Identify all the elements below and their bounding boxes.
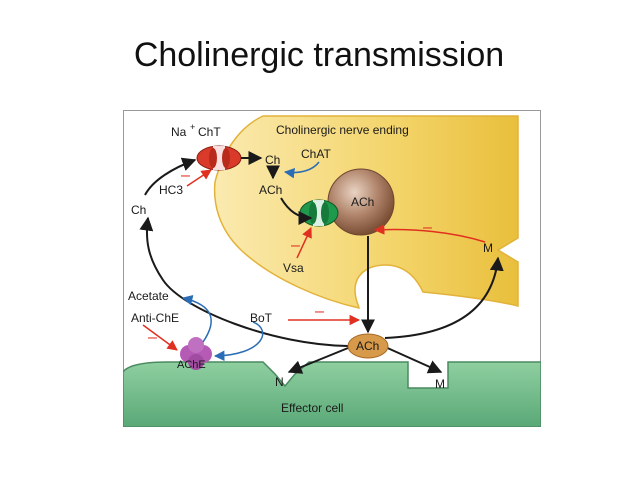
na-plus-label: + (190, 122, 195, 132)
vsa-minus: – (291, 237, 300, 254)
hc3-label: HC3 (159, 183, 183, 197)
bot-arrow (213, 321, 264, 362)
chat-label: ChAT (301, 147, 331, 161)
ach-to-n-arrow (287, 345, 354, 374)
n-receptor-label: N (275, 375, 284, 389)
ache-label: AChE (177, 359, 206, 371)
ache-to-acetate-arrow (181, 295, 212, 343)
ch-inside-label: Ch (265, 153, 280, 167)
choline-reuptake-arrow (139, 216, 349, 347)
cholinergic-diagram: – – – – – Na + ChT Cholinergic nerve end… (122, 110, 542, 428)
choline-to-cht-arrow (144, 157, 197, 196)
vsa-inhibit-arrow (296, 227, 312, 259)
m-presynaptic-label: M (483, 241, 493, 255)
presynaptic-m-inhibit-arrow (373, 224, 486, 243)
cleft-ach-node (347, 333, 389, 359)
ache-enzyme (180, 337, 212, 370)
acetate-label: Acetate (128, 289, 169, 303)
bot-label: BoT (250, 311, 273, 325)
vsa-label: Vsa (283, 261, 304, 275)
hc3-inhibit-arrow (186, 169, 212, 187)
anti-che-label: Anti-ChE (131, 311, 179, 325)
anti-che-minus: – (148, 329, 157, 346)
anti-che-inhibit-arrow (142, 324, 178, 351)
ach-vesicle-label: ACh (351, 195, 374, 209)
na-label: Na (171, 125, 187, 139)
slide-title: Cholinergic transmission (133, 36, 505, 74)
ch-outside-label: Ch (131, 203, 146, 217)
cht-label: ChT (198, 125, 221, 139)
effector-cell-label: Effector cell (281, 401, 343, 415)
ach-to-vat-arrow (280, 197, 313, 225)
chat-arrow (283, 161, 320, 179)
ach-to-m-arrow (382, 345, 443, 374)
bot-minus: – (315, 303, 324, 320)
cht-transporter (196, 145, 242, 171)
ach-to-presynaptic-m-arrow (384, 256, 504, 339)
nerve-ending-label: Cholinergic nerve ending (276, 123, 409, 137)
ach-cytosol-label: ACh (259, 183, 282, 197)
m-minus: – (423, 219, 432, 236)
ach-cleft-label: ACh (356, 339, 379, 353)
hc3-minus: – (181, 167, 190, 184)
effector-cell (122, 361, 542, 428)
m-postsynaptic-label: M (435, 377, 445, 391)
vat-transporter (299, 199, 339, 227)
